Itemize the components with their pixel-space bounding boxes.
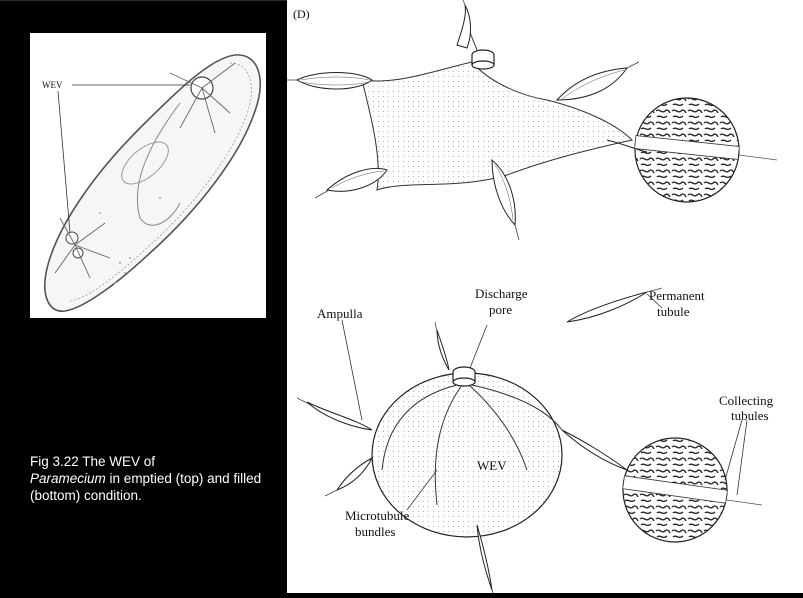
label-microtubule-line2: bundles (355, 524, 395, 539)
label-discharge-line2: pore (489, 302, 512, 317)
paramecium-cell-outline (45, 55, 260, 311)
filled-collecting-magnified (623, 438, 728, 542)
panel-d: (D) (287, 0, 803, 593)
label-permanent-line2: tubule (657, 304, 690, 319)
paramecium-drawing: WEV (30, 33, 266, 318)
label-microtubule-line1: Microtubule (345, 508, 409, 523)
caption-italic-species: Paramecium (30, 471, 106, 486)
label-collecting-line1: Collecting (719, 393, 774, 408)
wev-diagram: (D) (287, 0, 803, 593)
figure-caption: Fig 3.22 The WEV of Paramecium in emptie… (30, 453, 270, 504)
wev-leader-bottom (58, 91, 70, 233)
paramecium-inset: WEV (30, 33, 266, 318)
label-ampulla: Ampulla (317, 306, 363, 321)
inset-wev-label: WEV (42, 80, 63, 90)
label-discharge-line1: Discharge (475, 286, 528, 301)
panel-letter: (D) (293, 7, 310, 21)
emptied-wev (287, 0, 777, 240)
caption-prefix: Fig 3.22 The WEV of (30, 454, 155, 469)
label-wev: WEV (477, 458, 507, 473)
filled-wev (297, 288, 762, 593)
label-permanent-line1: Permanent (649, 288, 705, 303)
emptied-collecting-magnified (635, 98, 740, 202)
label-collecting-line2: tubules (731, 408, 769, 423)
